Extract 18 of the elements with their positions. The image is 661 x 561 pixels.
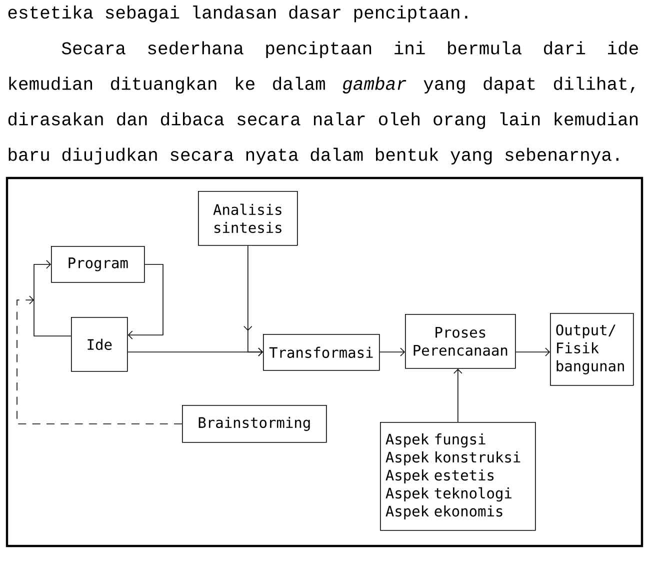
arrow [454, 368, 462, 422]
process-box: Program [51, 246, 145, 283]
arrow [244, 245, 263, 356]
process-box: Ide [71, 317, 128, 372]
arrow [128, 264, 164, 340]
arrow [379, 348, 405, 356]
arrow [515, 348, 550, 356]
list-box: Aspek fungsi Aspek konstruksi Aspek estetis Aspek teknologi Aspek ekonomis [380, 422, 536, 531]
process-box: Proses Perencanaan [405, 314, 516, 369]
connector-line [34, 300, 72, 336]
paragraph: estetika sebagai landasan dasar penciptaan. [8, 5, 468, 22]
paragraph: Secara sederhana penciptaan ini bermula dari ide kemudian dituangkan ke dalam gambar yang dapat dilihat, dirasakan dan dibaca secara nalar oleh orang lain kemudian baru diujudkan secara nyata dalam bentuk yang sebenarnya. [8, 41, 638, 164]
process-box: Analisis sintesis [198, 191, 298, 246]
arrow [34, 260, 51, 300]
process-box: Transformasi [263, 334, 380, 371]
process-box: Brainstorming [182, 405, 327, 443]
arrow [16, 296, 182, 424]
process-box: Output/ Fisik bangunan [550, 313, 634, 386]
